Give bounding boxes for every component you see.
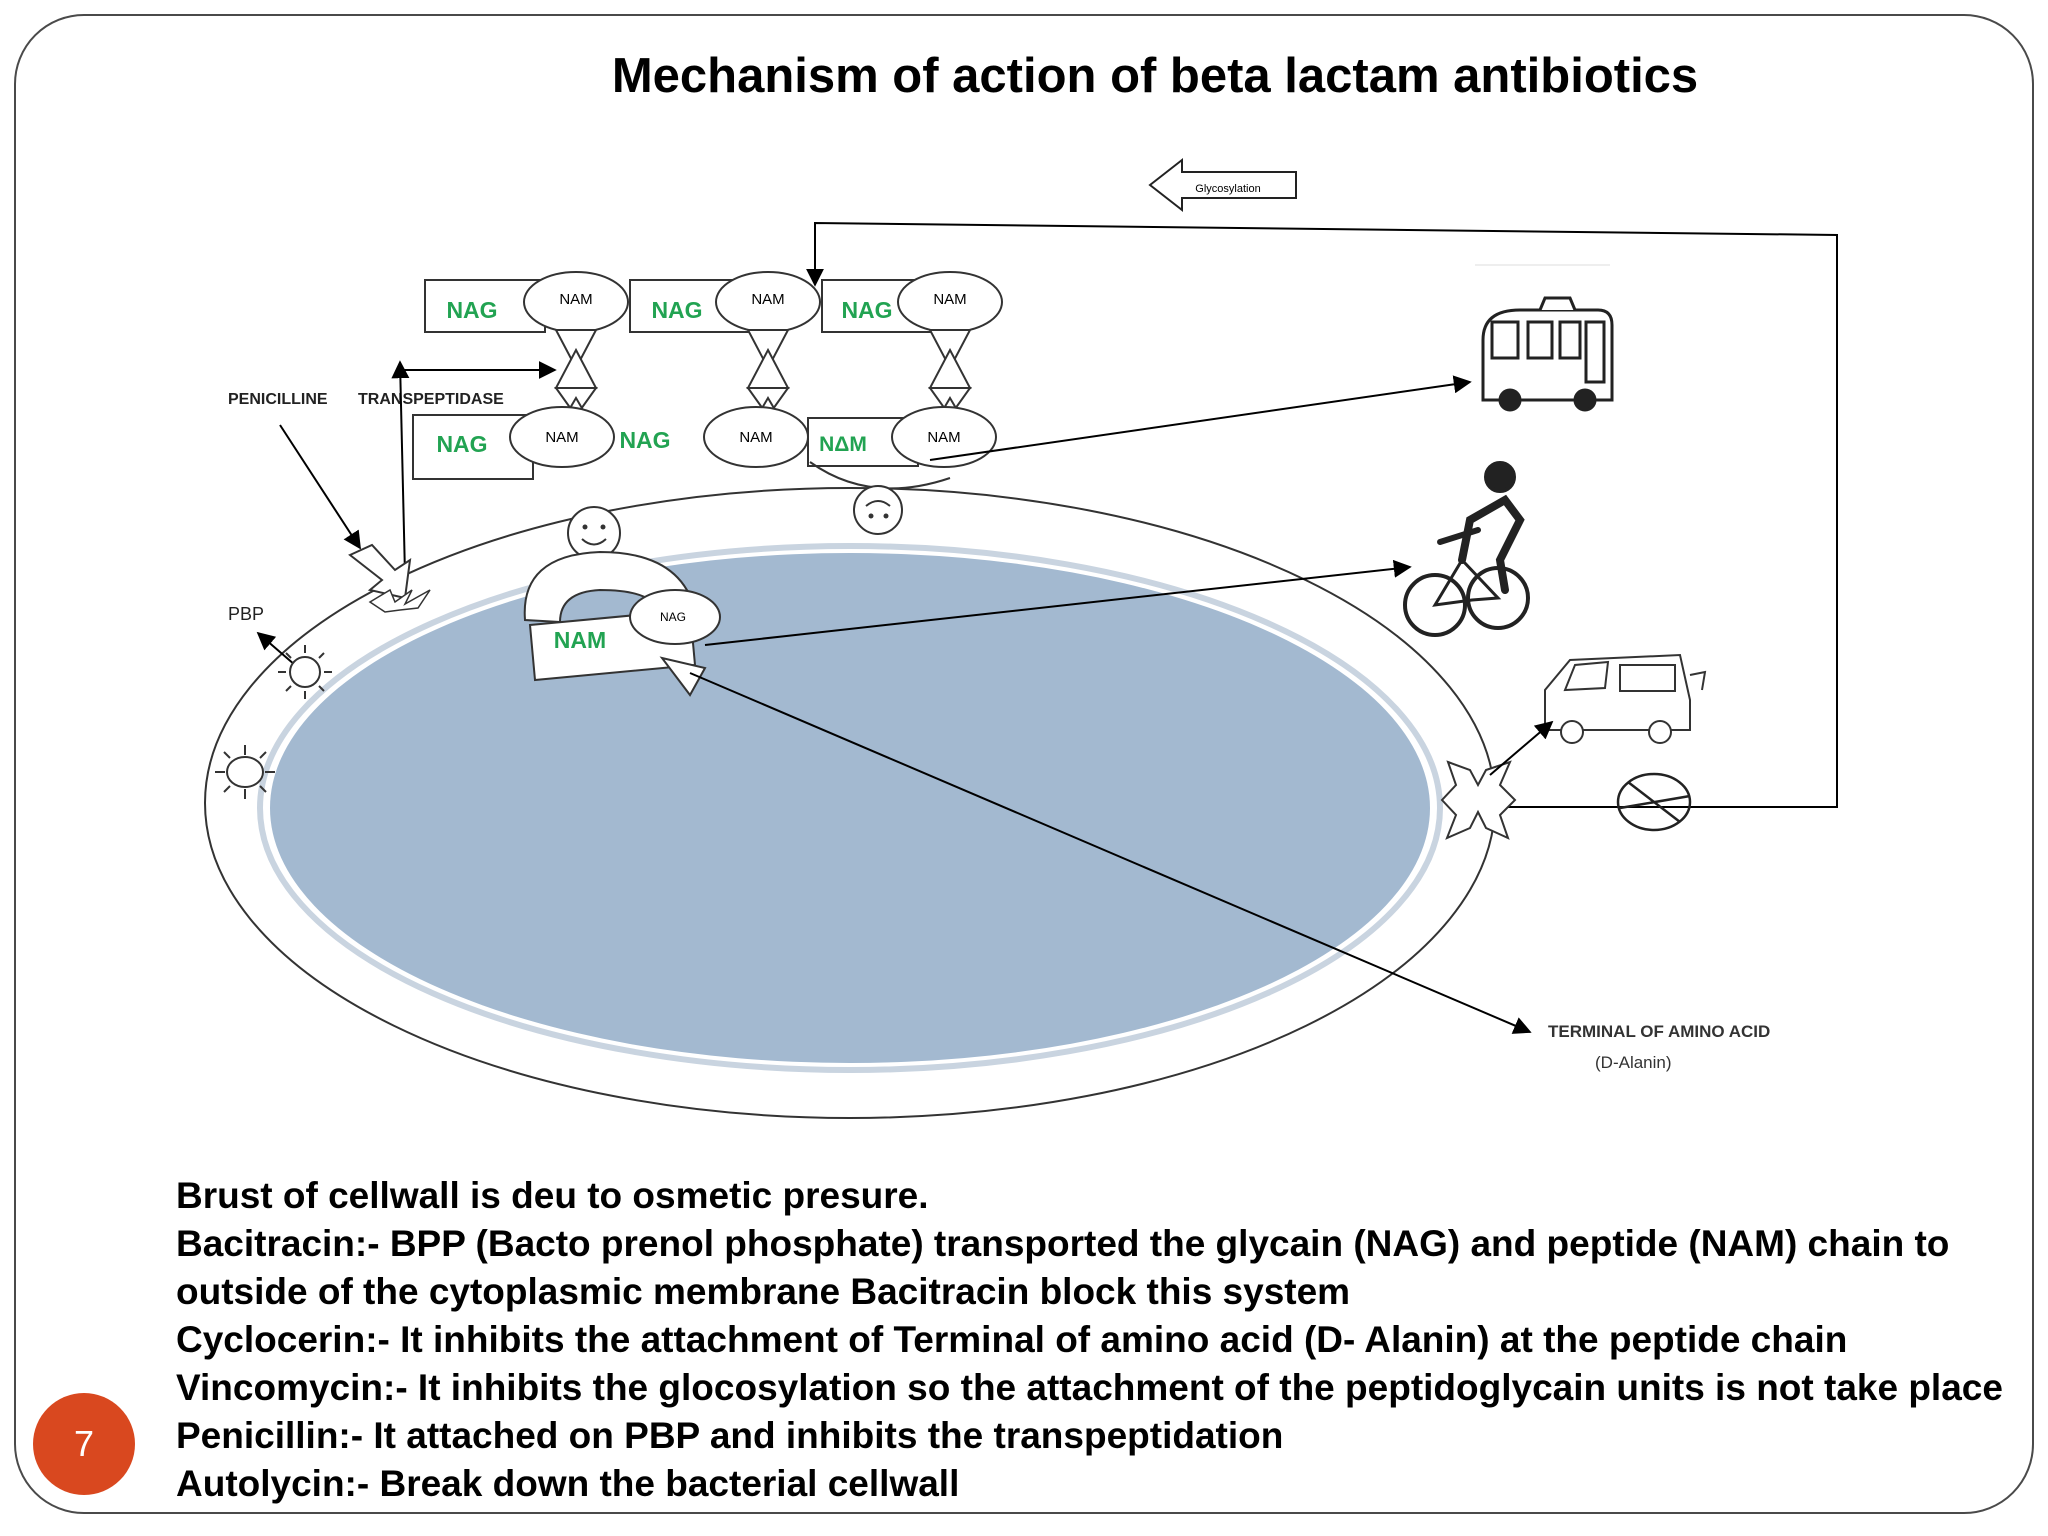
inner-nag-label: NAG: [660, 610, 686, 624]
glycosylation-loop-line: [806, 221, 1838, 808]
nag-label: NΔM: [819, 433, 867, 456]
top-row: NAG NAM NAG NAM NAG NAM: [424, 271, 1003, 333]
nam-label: NAM: [739, 429, 772, 446]
inner-nag-ellipse: [629, 589, 721, 645]
transpeptidase-arrow: [391, 360, 410, 576]
text-line: Autolycin:- Break down the bacterial cel…: [176, 1463, 960, 1504]
penicilline-arrow: [279, 424, 361, 550]
page-number-badge: 7: [33, 1393, 135, 1495]
text-line: Brust of cellwall is deu to osmetic pres…: [176, 1175, 929, 1216]
nag-label: NAG: [619, 427, 670, 453]
nam-ellipse: [891, 406, 997, 468]
cell-wall-inner-line: [257, 543, 1443, 1073]
nam-label: NAM: [559, 291, 592, 308]
transpeptidase-label: TRANSPEPTIDASE: [358, 391, 504, 408]
slide-title: Mechanism of action of beta lactam antib…: [611, 49, 1699, 103]
nag-label: NAG: [841, 297, 892, 323]
pbp-arrow: [256, 631, 296, 666]
slide-frame: [14, 14, 2034, 1514]
text-line: Bacitracin:- BPP (Bacto prenol phosphate…: [176, 1223, 1950, 1312]
blocked-circle-icon: [1616, 772, 1692, 832]
pbp-star: [368, 588, 431, 613]
nam-ellipse: [509, 406, 615, 468]
nag-label: NAG: [446, 297, 497, 323]
glycosylation-arrow: Glycosylation: [1148, 157, 1297, 213]
nam-label: NAM: [927, 429, 960, 446]
smiley-icon: [567, 506, 621, 560]
nam-label: NAM: [545, 429, 578, 446]
cytoplasm: [270, 553, 1430, 1063]
text-line: Penicillin:- It attached on PBP and inhi…: [176, 1415, 1284, 1456]
inner-nam-label: NAM: [554, 627, 606, 653]
sun-icon: [215, 745, 275, 799]
bottom-row: NAG NAM NAG NAM NΔM NAM: [412, 406, 997, 490]
cyclist-icon: [1403, 461, 1530, 637]
penicilline-label: PENICILLINE: [228, 391, 328, 408]
bus-icon: [1481, 296, 1614, 412]
nag-label: NAG: [651, 297, 702, 323]
sun-icon: [278, 645, 332, 699]
terminal-amino-acid-label: TERMINAL OF AMINO ACID: [1548, 1022, 1770, 1041]
arrow-to-terminal: [689, 672, 1532, 1034]
nam-label: NAM: [751, 291, 784, 308]
text-line: Cyclocerin:- It inhibits the attachment …: [176, 1319, 1848, 1360]
van-icon: [1544, 653, 1707, 744]
pbp-label: PBP: [228, 604, 264, 624]
glycosylation-label: Glycosylation: [1195, 183, 1260, 195]
arrow-to-bus: [929, 375, 1472, 461]
autolysin-x-icon: [1440, 760, 1517, 840]
nam-label: NAM: [933, 291, 966, 308]
d-alanin-label: (D-Alanin): [1595, 1053, 1672, 1072]
inner-unit: NAM NAG: [523, 550, 721, 697]
arrow-to-van: [1489, 720, 1554, 776]
frown-icon: [853, 485, 903, 535]
text-line: Vincomycin:- It inhibits the glocosylati…: [176, 1367, 2003, 1408]
explanation-text: Brust of cellwall is deu to osmetic pres…: [176, 1172, 2006, 1508]
arrow-to-cyclist: [704, 559, 1412, 646]
penicillin-block-arrow: [348, 543, 412, 600]
nag-label: NAG: [436, 431, 487, 457]
